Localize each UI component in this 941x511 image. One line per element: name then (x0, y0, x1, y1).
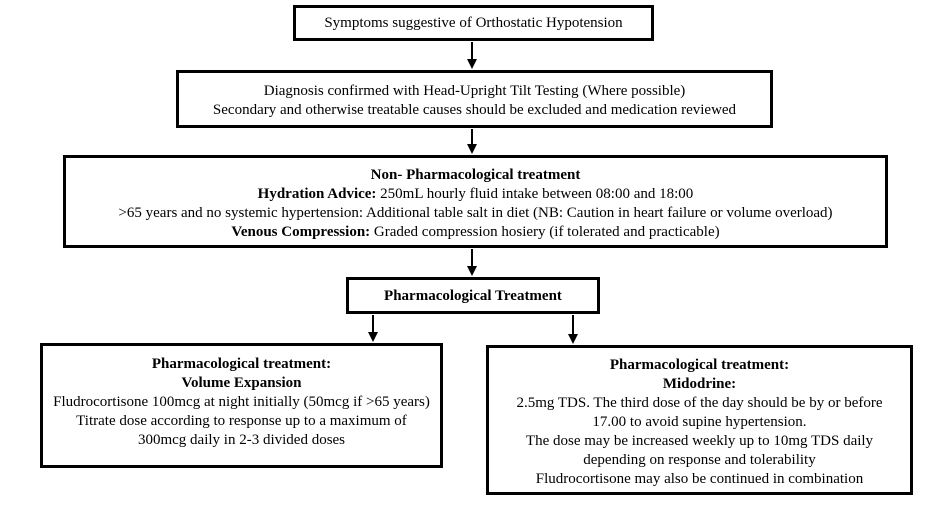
node-non-pharmacological: Non- Pharmacological treatment Hydration… (63, 155, 888, 248)
pharm-title: Pharmacological Treatment (384, 288, 562, 304)
volume-title-2: Volume Expansion (181, 375, 302, 391)
node-diagnosis: Diagnosis confirmed with Head-Upright Ti… (176, 70, 773, 128)
midodrine-title-2: Midodrine: (662, 376, 737, 392)
volume-line-2: Titrate dose according to response up to… (76, 413, 407, 448)
volume-line-1: Fludrocortisone 100mcg at night initiall… (53, 394, 430, 410)
node-symptoms: Symptoms suggestive of Orthostatic Hypot… (293, 5, 654, 41)
diagnosis-line-1: Diagnosis confirmed with Head-Upright Ti… (263, 83, 686, 99)
diagnosis-line-2: Secondary and otherwise treatable causes… (212, 102, 737, 118)
node-pharmacological: Pharmacological Treatment (346, 277, 600, 314)
volume-title-1: Pharmacological treatment: (151, 356, 332, 372)
midodrine-title-1: Pharmacological treatment: (609, 357, 790, 373)
hydration-text: 250mL hourly fluid intake between 08:00 … (376, 186, 694, 202)
hydration-label: Hydration Advice: (257, 186, 377, 202)
salt-text: >65 years and no systemic hypertension: … (118, 205, 833, 221)
symptoms-text: Symptoms suggestive of Orthostatic Hypot… (324, 15, 623, 31)
venous-label: Venous Compression: (231, 224, 371, 240)
midodrine-line-2: The dose may be increased weekly up to 1… (525, 433, 874, 468)
non-pharm-title: Non- Pharmacological treatment (370, 167, 581, 183)
venous-text: Graded compression hosiery (if tolerated… (370, 224, 720, 240)
midodrine-line-1: 2.5mg TDS. The third dose of the day sho… (516, 395, 883, 430)
node-midodrine: Pharmacological treatment: Midodrine: 2.… (486, 345, 913, 495)
midodrine-line-3: Fludrocortisone may also be continued in… (535, 471, 864, 487)
node-volume-expansion: Pharmacological treatment: Volume Expans… (40, 343, 443, 468)
